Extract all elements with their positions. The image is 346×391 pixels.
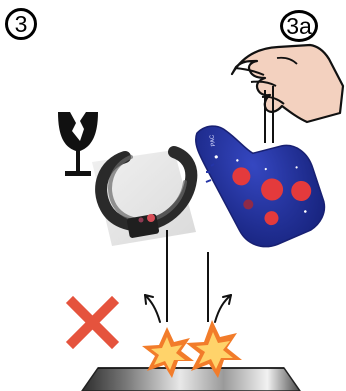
prohibited-x-icon — [73, 303, 112, 342]
hard-surface — [82, 368, 300, 391]
drop-lines — [167, 230, 208, 322]
rebound-arrows — [145, 295, 231, 322]
dog-collar-receiver — [92, 150, 196, 246]
hand-holding-icon — [232, 45, 343, 122]
fragile-glass-icon — [58, 112, 98, 176]
